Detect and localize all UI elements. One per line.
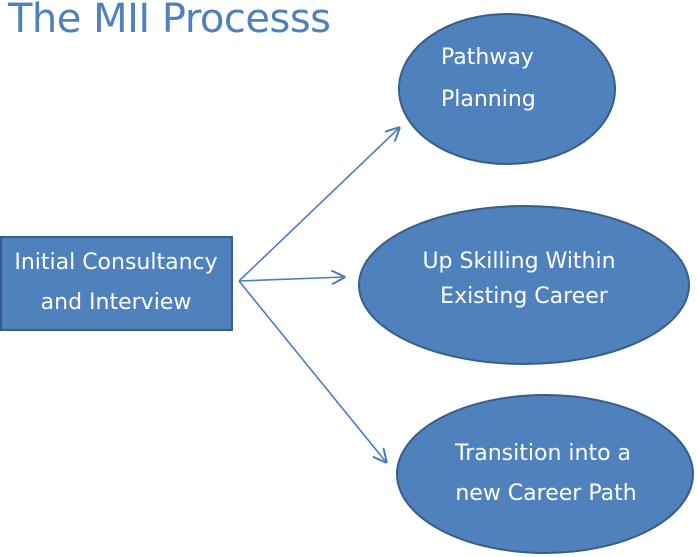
diagram-title: The MII Processs [8, 0, 331, 42]
arrow-to-transition [238, 280, 386, 462]
transition-line-2: new Career Path [455, 481, 636, 506]
pathway-planning-line-1: Pathway [441, 45, 534, 70]
pathway-planning-node: Pathway Planning [398, 13, 616, 165]
initial-consultancy-line-1: Initial Consultancy [14, 250, 217, 275]
initial-consultancy-line-2: and Interview [41, 290, 192, 315]
up-skilling-line-2: Existing Career [440, 284, 609, 309]
initial-consultancy-node: Initial Consultancy and Interview [0, 236, 233, 331]
up-skilling-node: Up Skilling Within Existing Career [358, 205, 690, 365]
up-skilling-line-1: Up Skilling Within [422, 249, 615, 274]
transition-line-1: Transition into a [454, 441, 631, 466]
transition-node: Transition into a new Career Path [396, 394, 694, 554]
arrow-to-up-skilling [238, 277, 344, 281]
arrow-to-pathway-planning [238, 128, 399, 282]
pathway-planning-line-2: Planning [441, 87, 536, 112]
